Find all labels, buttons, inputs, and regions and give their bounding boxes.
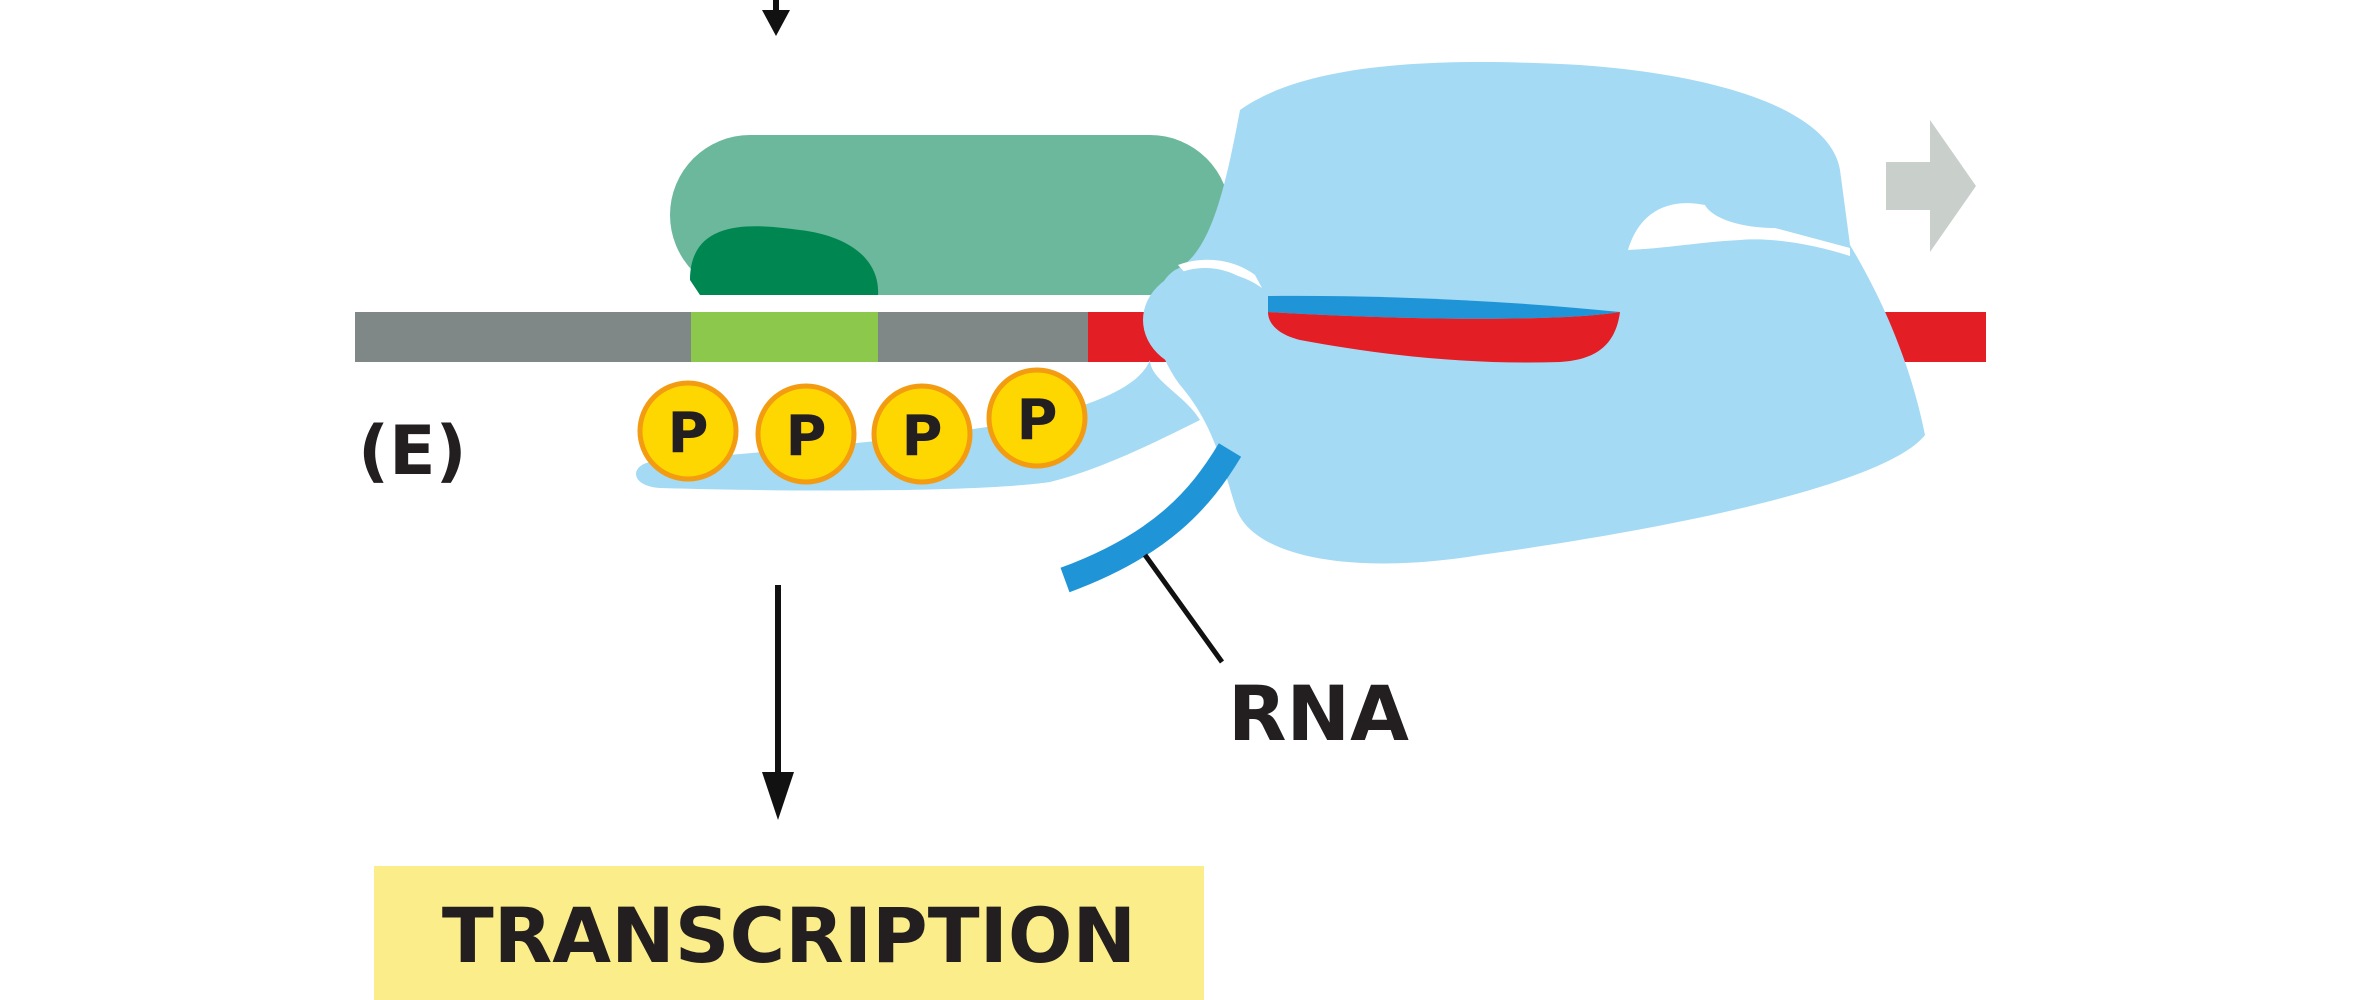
- phosphate-groups: P P P P: [637, 367, 1088, 485]
- factor-binding-domain: [690, 226, 879, 295]
- polymerase-clamp: [1143, 268, 1267, 372]
- transcription-bubble-dna: [1268, 312, 1620, 363]
- direction-arrow: [1886, 120, 1976, 252]
- rna-label: RNA: [1228, 669, 1409, 758]
- transcription-label: TRANSCRIPTION: [442, 891, 1136, 980]
- rna-pointer-line: [1142, 553, 1225, 664]
- polymerase-groove: [1628, 203, 1850, 256]
- transcription-label-box: TRANSCRIPTION: [374, 866, 1204, 1000]
- polymerase-cleft: [1178, 259, 1262, 288]
- svg-text:P: P: [901, 404, 942, 469]
- panel-label: (E): [358, 412, 467, 491]
- phosphate-4: P: [986, 367, 1088, 469]
- svg-text:P: P: [1016, 388, 1057, 453]
- svg-text:P: P: [667, 401, 708, 466]
- svg-text:P: P: [785, 404, 826, 469]
- transcription-factor: [670, 135, 1230, 295]
- transcription-bubble-rna: [1268, 295, 1620, 319]
- phosphate-3: P: [871, 383, 973, 485]
- rna-strand: [1060, 443, 1242, 593]
- phosphate-2: P: [755, 383, 857, 485]
- phosphate-1: P: [637, 380, 739, 482]
- process-arrow: [762, 585, 794, 820]
- dna-promoter-segment: [691, 312, 878, 362]
- dna-middle-segment: [878, 312, 1088, 362]
- incoming-arrow: [762, 0, 790, 36]
- dna-upstream-segment: [355, 312, 691, 362]
